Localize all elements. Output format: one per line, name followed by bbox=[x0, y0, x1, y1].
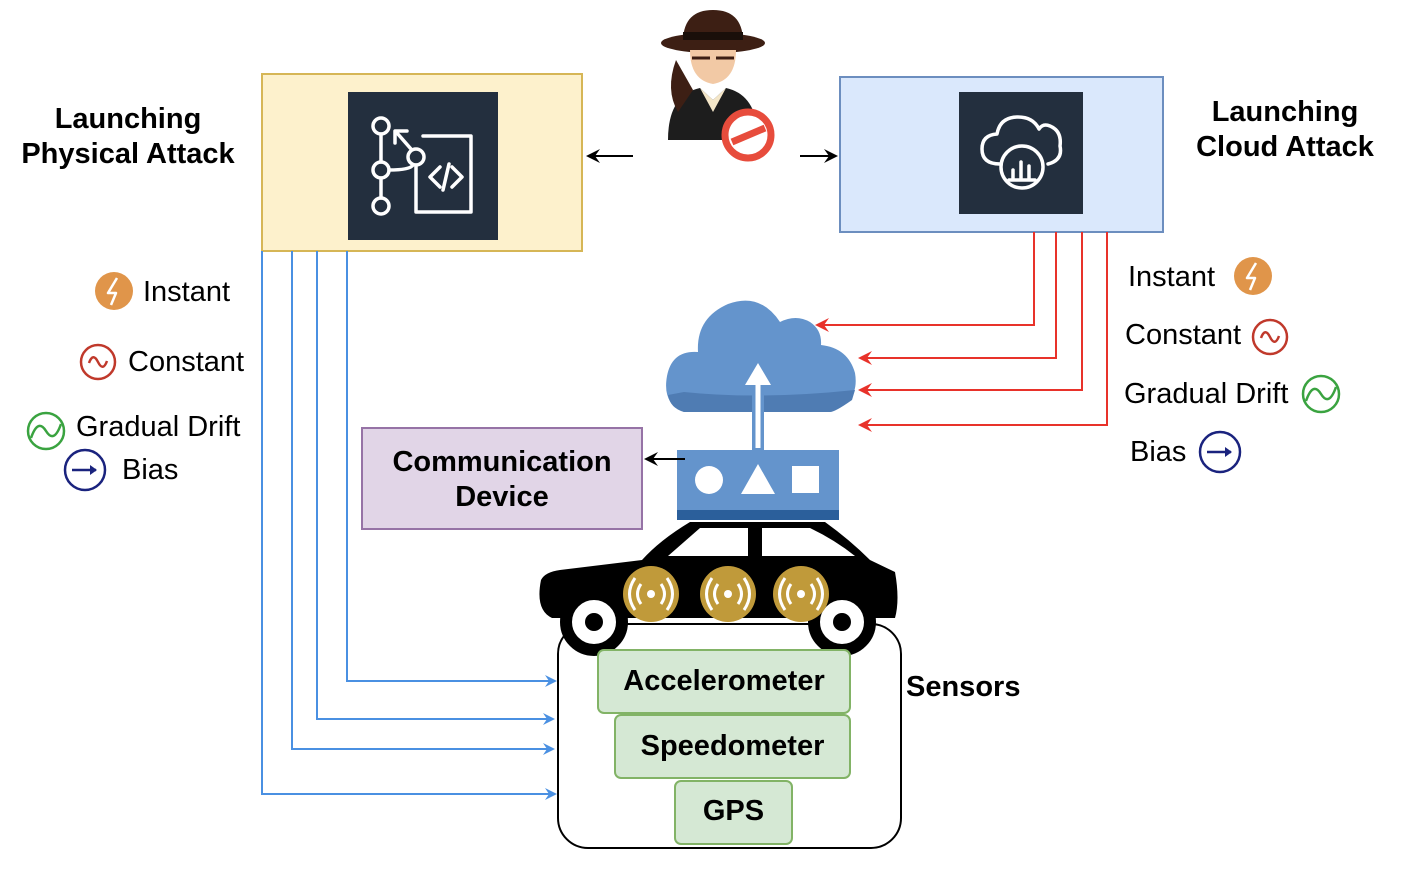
physical-arrow-speedometer bbox=[316, 251, 555, 725]
sensors-group-label: Sensors bbox=[906, 671, 1021, 703]
drift-wave-icon bbox=[1301, 374, 1341, 414]
right-legend-gradual-drift: Gradual Drift bbox=[1124, 378, 1289, 410]
right-legend-bias: Bias bbox=[1130, 436, 1187, 468]
right-legend-constant: Constant bbox=[1125, 319, 1242, 351]
lightning-icon bbox=[1234, 257, 1272, 295]
sensor-badge-icon bbox=[773, 566, 829, 622]
drift-wave-icon bbox=[26, 411, 66, 451]
arrow-right-icon bbox=[1198, 430, 1242, 474]
accelerometer-box bbox=[597, 649, 851, 714]
communication-device-label: Communication Device bbox=[362, 445, 642, 515]
cloud-analytics-icon bbox=[959, 92, 1083, 214]
communication-device-line1: Communication bbox=[392, 446, 612, 478]
speedometer-label: Speedometer bbox=[640, 730, 825, 762]
cloud-attack-title-line2: Cloud Attack bbox=[1196, 131, 1374, 163]
cloud-arrow-2 bbox=[858, 232, 1057, 365]
left-legend-instant: Instant bbox=[143, 276, 231, 308]
physical-arrow-accelerometer bbox=[346, 251, 557, 687]
sensor-badge-icon bbox=[623, 566, 679, 622]
cloud-arrow-3 bbox=[858, 232, 1083, 397]
physical-attack-title: Launching Physical Attack bbox=[10, 102, 246, 172]
left-legend-gradual-drift: Gradual Drift bbox=[76, 411, 241, 443]
physical-attack-title-line1: Launching bbox=[54, 103, 202, 135]
physical-arrow-sensor-2 bbox=[291, 251, 555, 755]
left-legend-bias: Bias bbox=[122, 454, 179, 486]
cloud-arrow-4 bbox=[858, 232, 1108, 432]
cloud-arrow-1 bbox=[815, 232, 1035, 332]
cloud-attack-title: Launching Cloud Attack bbox=[1180, 95, 1390, 165]
sensor-badge-icon bbox=[700, 566, 756, 622]
communication-device-line2: Device bbox=[455, 481, 549, 513]
accelerometer-label: Accelerometer bbox=[623, 665, 825, 697]
right-legend-instant: Instant bbox=[1128, 261, 1216, 293]
spy-attacker-icon bbox=[661, 10, 775, 162]
left-legend-constant: Constant bbox=[128, 346, 245, 378]
shapes-device-icon bbox=[677, 450, 839, 520]
gps-box bbox=[674, 780, 793, 845]
speedometer-box bbox=[614, 714, 851, 779]
sine-wave-icon bbox=[79, 343, 117, 381]
physical-arrow-gps bbox=[261, 251, 557, 800]
cloud-attack-title-line1: Launching bbox=[1211, 96, 1359, 128]
lightning-icon bbox=[95, 272, 133, 310]
communication-device-box bbox=[361, 427, 643, 530]
gps-label: GPS bbox=[702, 795, 765, 827]
arrow-right-icon bbox=[63, 448, 107, 492]
sine-wave-icon bbox=[1251, 318, 1289, 356]
physical-attack-title-line2: Physical Attack bbox=[21, 138, 235, 170]
cloud-icon bbox=[666, 300, 856, 450]
code-branch-icon bbox=[348, 92, 498, 240]
